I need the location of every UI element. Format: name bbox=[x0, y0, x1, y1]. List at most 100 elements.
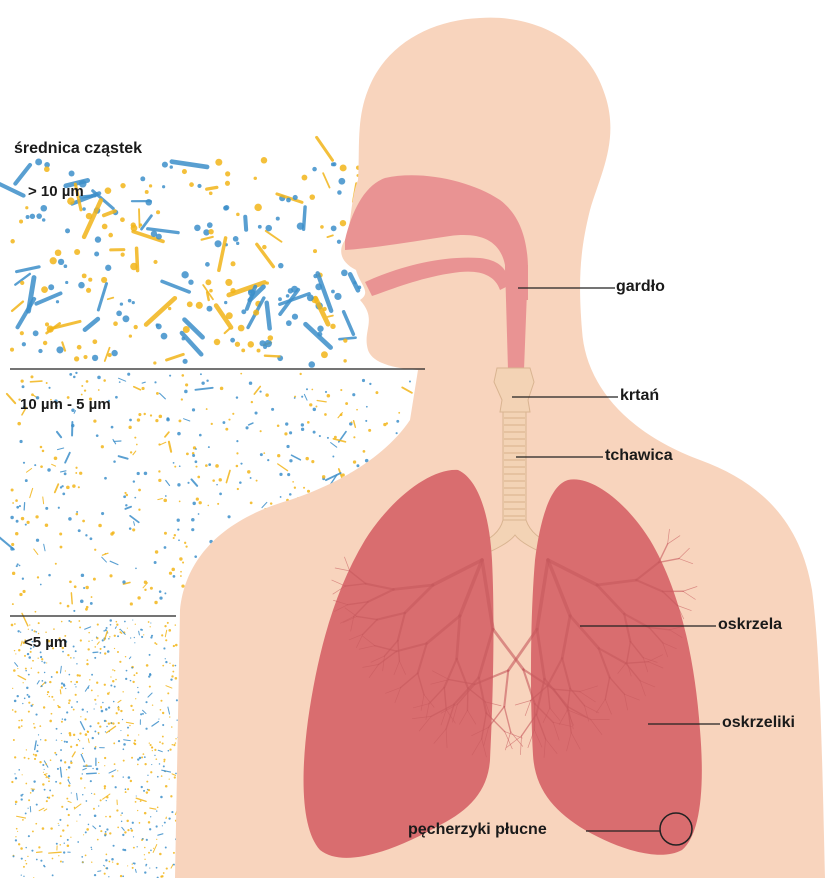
particle-dot bbox=[159, 763, 160, 764]
particle-dot bbox=[216, 484, 218, 486]
particle-dot bbox=[26, 215, 30, 219]
particle-dot bbox=[149, 184, 152, 187]
particle-dot bbox=[98, 389, 100, 391]
particle-dot bbox=[130, 680, 132, 682]
particle-dot bbox=[144, 589, 146, 591]
particle-dot bbox=[169, 375, 171, 377]
particle-dot bbox=[171, 811, 173, 813]
particle-dot bbox=[258, 225, 262, 229]
particle-dot bbox=[62, 861, 64, 863]
particle-dot bbox=[294, 487, 296, 489]
particle-dot bbox=[157, 807, 159, 809]
particle-dot bbox=[19, 440, 22, 443]
particle-dot bbox=[85, 733, 88, 736]
particle-dot bbox=[50, 827, 52, 829]
particle-dot bbox=[115, 786, 117, 788]
particle-dot bbox=[45, 523, 48, 526]
particle-dot bbox=[40, 651, 42, 653]
particle-streak bbox=[115, 627, 116, 629]
particle-dot bbox=[76, 513, 79, 516]
particle-streak bbox=[249, 423, 253, 425]
particle-dot bbox=[208, 229, 213, 234]
particle-streak bbox=[226, 470, 230, 482]
particle-dot bbox=[125, 504, 127, 506]
particle-dot bbox=[167, 692, 169, 694]
particle-dot bbox=[33, 330, 39, 336]
particle-dot bbox=[60, 835, 62, 837]
particle-dot bbox=[198, 513, 200, 515]
particle-dot bbox=[191, 518, 195, 522]
particle-dot bbox=[325, 391, 327, 393]
particle-dot bbox=[154, 561, 157, 564]
particle-dot bbox=[18, 726, 20, 728]
particle-dot bbox=[100, 652, 102, 654]
particle-dot bbox=[169, 572, 172, 575]
particle-streak bbox=[71, 593, 72, 604]
particle-dot bbox=[71, 706, 73, 708]
particle-streak bbox=[172, 774, 175, 776]
particle-dot bbox=[181, 271, 188, 278]
particle-dot bbox=[116, 624, 118, 626]
particle-dot bbox=[125, 788, 127, 790]
particle-dot bbox=[31, 668, 32, 669]
label-larynx: krtań bbox=[620, 388, 659, 404]
particle-dot bbox=[114, 670, 116, 672]
particle-dot bbox=[396, 420, 399, 423]
particle-dot bbox=[191, 528, 194, 531]
particle-dot bbox=[104, 765, 105, 766]
particle-dot bbox=[106, 867, 108, 869]
particle-dot bbox=[25, 668, 27, 670]
particle-dot bbox=[109, 861, 111, 863]
particle-dot bbox=[159, 597, 162, 600]
particle-dot bbox=[212, 479, 215, 482]
particle-dot bbox=[224, 301, 227, 304]
particle-dot bbox=[22, 819, 24, 821]
particle-streak bbox=[21, 641, 22, 646]
particle-dot bbox=[50, 257, 57, 264]
particle-streak bbox=[160, 442, 166, 445]
particle-dot bbox=[42, 783, 44, 785]
particle-dot bbox=[215, 159, 222, 166]
particle-dot bbox=[97, 623, 99, 625]
particle-dot bbox=[23, 682, 24, 683]
particle-dot bbox=[176, 719, 177, 720]
particle-dot bbox=[122, 580, 125, 583]
particle-dot bbox=[363, 450, 366, 453]
particle-streak bbox=[61, 471, 66, 472]
particle-dot bbox=[19, 505, 21, 507]
particle-streak bbox=[195, 388, 212, 390]
particle-dot bbox=[77, 674, 79, 676]
particle-streak bbox=[292, 455, 301, 460]
particle-dot bbox=[22, 385, 25, 388]
particle-dot bbox=[70, 681, 72, 683]
particle-dot bbox=[104, 787, 106, 789]
particle-dot bbox=[286, 294, 290, 298]
particle-dot bbox=[170, 678, 172, 680]
particle-dot bbox=[101, 277, 107, 283]
particle-dot bbox=[15, 804, 16, 805]
particle-dot bbox=[79, 626, 81, 628]
particle-dot bbox=[153, 260, 157, 264]
particle-dot bbox=[200, 373, 202, 375]
label-trachea: tchawica bbox=[605, 448, 673, 464]
particle-dot bbox=[105, 708, 108, 711]
particle-dot bbox=[10, 239, 14, 243]
particle-dot bbox=[133, 480, 135, 482]
particle-dot bbox=[287, 473, 290, 476]
particle-dot bbox=[20, 281, 24, 285]
particle-dot bbox=[165, 661, 167, 663]
particle-dot bbox=[139, 822, 141, 824]
particle-dot bbox=[206, 306, 212, 312]
particle-dot bbox=[164, 592, 166, 594]
particle-streak bbox=[44, 809, 47, 811]
particle-dot bbox=[70, 762, 72, 764]
particle-dot bbox=[114, 648, 115, 649]
particle-dot bbox=[115, 396, 118, 399]
particle-dot bbox=[82, 520, 85, 523]
particle-dot bbox=[76, 821, 77, 822]
particle-dot bbox=[146, 199, 153, 206]
particle-dot bbox=[357, 285, 361, 289]
particle-dot bbox=[34, 464, 36, 466]
particle-dot bbox=[150, 622, 151, 623]
particle-dot bbox=[15, 839, 17, 841]
